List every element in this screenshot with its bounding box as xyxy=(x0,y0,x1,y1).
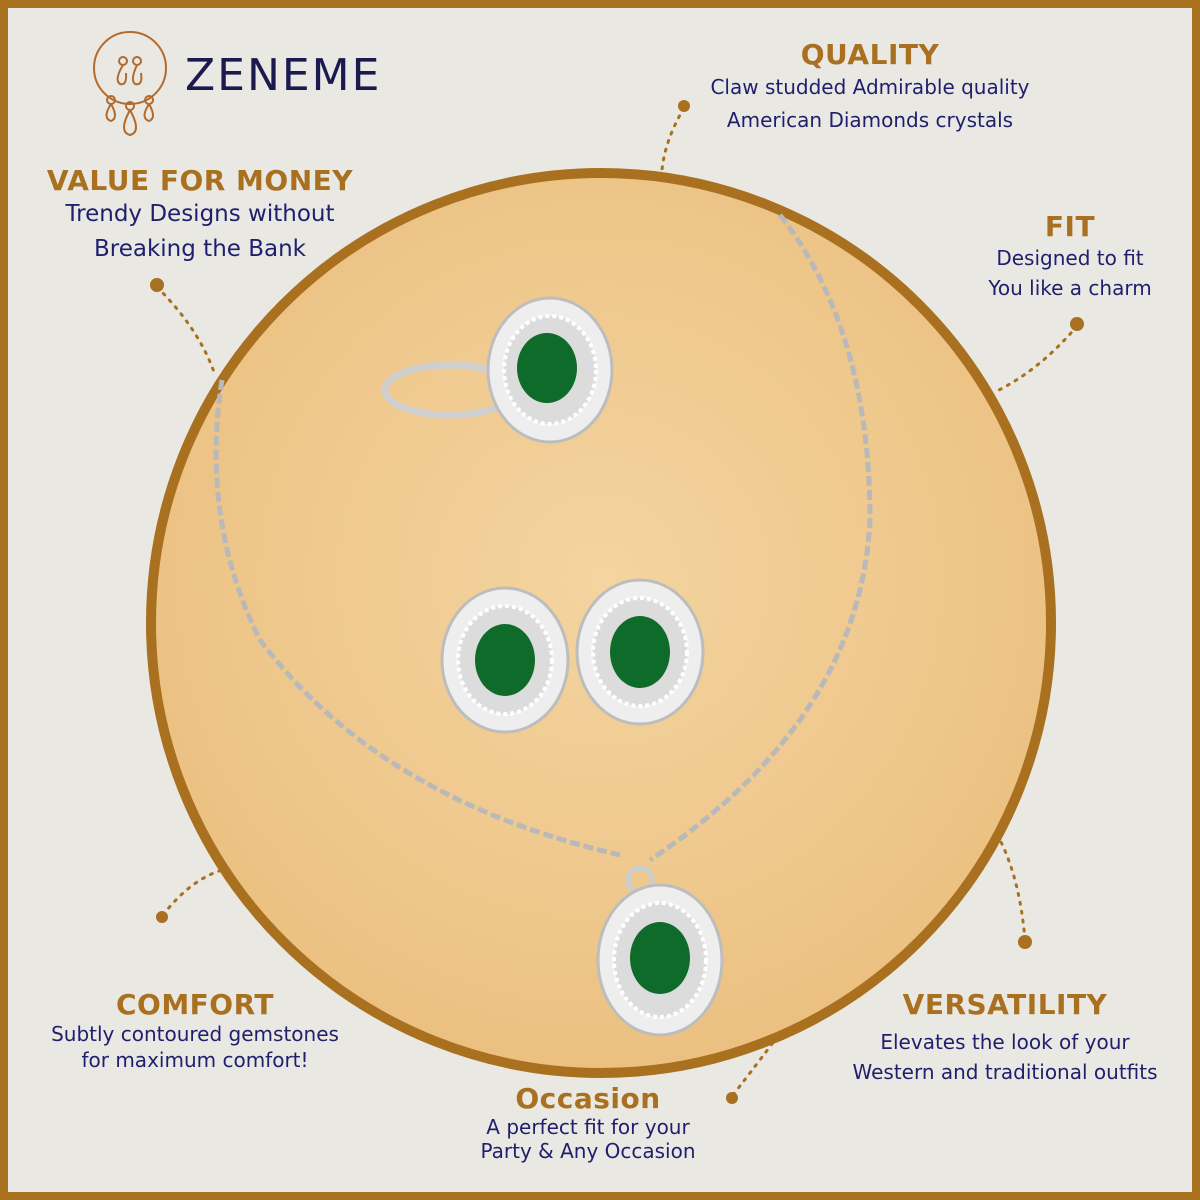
feature-text: Breaking the Bank xyxy=(94,236,306,262)
feature-text: Designed to fit xyxy=(996,246,1144,270)
pendant xyxy=(596,865,724,1037)
feature-text: Subtly contoured gemstones xyxy=(51,1022,339,1046)
feature-text: Western and traditional outfits xyxy=(852,1060,1158,1084)
feature-title: QUALITY xyxy=(800,38,940,71)
feature-occasion: Occasion A perfect fit for your Party & … xyxy=(438,1082,738,1163)
feature-title: VERSATILITY xyxy=(902,988,1108,1021)
necklace-chain xyxy=(213,213,873,863)
brand-name: ZENEME xyxy=(185,50,382,101)
feature-text: American Diamonds crystals xyxy=(726,108,1014,132)
feature-text: Elevates the look of your xyxy=(880,1030,1130,1054)
earring-necklace-logo-icon xyxy=(93,31,167,137)
feature-versatility: VERSATILITY Elevates the look of your We… xyxy=(830,988,1180,1087)
feature-text: Claw studded Admirable quality xyxy=(710,75,1030,99)
ring xyxy=(381,296,614,444)
dotted-connectors xyxy=(155,106,1079,1097)
earring-left xyxy=(440,586,570,734)
feature-fit: FIT Designed to fit You like a charm xyxy=(940,210,1200,303)
connector-dots xyxy=(150,100,1084,1104)
feature-title: Occasion xyxy=(515,1082,661,1115)
feature-text: for maximum comfort! xyxy=(81,1048,309,1072)
feature-text: Trendy Designs without xyxy=(65,201,335,227)
feature-text: Party & Any Occasion xyxy=(480,1139,696,1163)
feature-title: VALUE FOR MONEY xyxy=(46,164,354,197)
earring-right xyxy=(575,578,705,726)
feature-title: FIT xyxy=(1044,210,1096,243)
feature-quality: QUALITY Claw studded Admirable quality A… xyxy=(670,38,1070,137)
feature-title: COMFORT xyxy=(115,988,275,1021)
feature-value-for-money: VALUE FOR MONEY Trendy Designs without B… xyxy=(20,164,380,267)
feature-text: A perfect fit for your xyxy=(486,1115,690,1139)
feature-text: You like a charm xyxy=(988,276,1152,300)
feature-comfort: COMFORT Subtly contoured gemstones for m… xyxy=(20,988,370,1073)
